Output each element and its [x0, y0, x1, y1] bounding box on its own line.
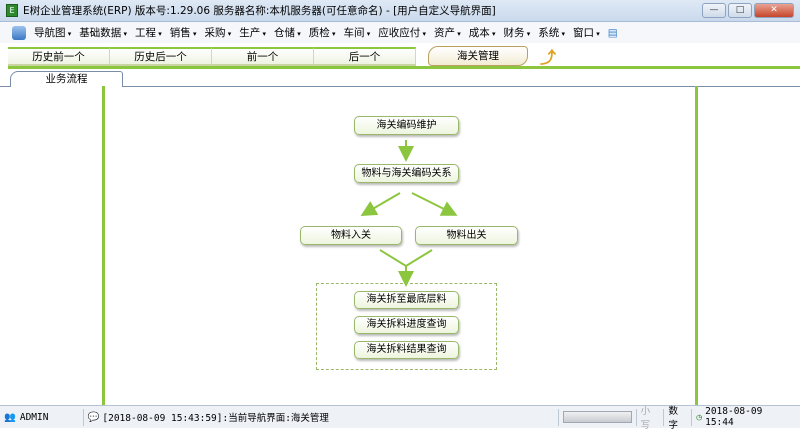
menu-qc[interactable]: 质检 — [309, 25, 336, 40]
close-button[interactable]: ✕ — [754, 3, 794, 18]
status-datetime: 2018-08-09 15:44 — [705, 406, 763, 428]
progress-bar — [562, 411, 632, 423]
app-icon: E — [6, 4, 18, 17]
history-back-button[interactable]: 历史前一个 — [8, 46, 110, 66]
menu-assets[interactable]: 资产 — [434, 25, 461, 40]
flow-breakdown-progress-query[interactable]: 海关拆料进度查询 — [354, 316, 459, 334]
previous-button[interactable]: 前一个 — [212, 46, 314, 66]
status-user: 👥 ADMIN — [0, 408, 84, 426]
history-forward-button[interactable]: 历史后一个 — [110, 46, 212, 66]
menu-base-data[interactable]: 基础数据 — [79, 25, 127, 40]
maximize-button[interactable]: □ — [728, 3, 752, 18]
menu-navigation[interactable]: 导航图 — [34, 25, 71, 40]
caps-indicator: 小写 — [637, 406, 665, 431]
window-layout-icon[interactable]: ▤ — [607, 26, 618, 39]
divider — [8, 66, 800, 69]
app-logo-icon — [12, 25, 26, 40]
title-bar: E E树企业管理系统(ERP) 版本号:1.29.06 服务器名称:本机服务器(… — [0, 0, 800, 22]
status-message: [2018-08-09 15:43:59]:当前导航界面:海关管理 — [102, 413, 329, 424]
menu-system[interactable]: 系统 — [538, 25, 565, 40]
menu-sales[interactable]: 销售 — [170, 25, 197, 40]
menu-engineering[interactable]: 工程 — [135, 25, 162, 40]
sub-process-group — [316, 283, 497, 370]
menu-purchase[interactable]: 采购 — [205, 25, 232, 40]
status-message-panel: 💬 [2018-08-09 15:43:59]:当前导航界面:海关管理 — [84, 408, 559, 426]
menu-production[interactable]: 生产 — [239, 25, 266, 40]
next-button[interactable]: 后一个 — [314, 46, 416, 66]
flow-material-import[interactable]: 物料入关 — [300, 226, 402, 245]
flow-breakdown-result-query[interactable]: 海关拆料结果查询 — [354, 341, 459, 359]
current-nav-page[interactable]: 海关管理 — [428, 46, 528, 66]
flow-customs-breakdown[interactable]: 海关拆至最底层料 — [354, 291, 459, 309]
flow-customs-code-maintenance[interactable]: 海关编码维护 — [354, 116, 459, 135]
tab-baseline — [0, 86, 800, 87]
up-arrow-icon[interactable]: ⤴ — [540, 48, 557, 67]
message-icon: 💬 — [87, 411, 100, 423]
window-title: E树企业管理系统(ERP) 版本号:1.29.06 服务器名称:本机服务器(可任… — [23, 5, 496, 17]
user-name: ADMIN — [19, 411, 49, 423]
clock-icon: ◷ — [696, 411, 703, 423]
minimize-button[interactable]: — — [702, 3, 726, 18]
flow-material-export[interactable]: 物料出关 — [415, 226, 518, 245]
menu-cost[interactable]: 成本 — [469, 25, 496, 40]
menu-bar: 导航图 基础数据 工程 销售 采购 生产 仓储 质检 车间 应收应付 资产 成本… — [0, 22, 800, 43]
menu-finance[interactable]: 财务 — [504, 25, 531, 40]
left-border-line — [102, 86, 105, 406]
menu-warehouse[interactable]: 仓储 — [274, 25, 301, 40]
num-indicator: 数字 — [664, 406, 693, 431]
flow-material-customs-code-relation[interactable]: 物料与海关编码关系 — [354, 164, 459, 183]
menu-ar-ap[interactable]: 应收应付 — [378, 25, 426, 40]
nav-bar: 历史前一个 历史后一个 前一个 后一个 海关管理 ⤴ — [8, 44, 800, 68]
right-border-line — [695, 86, 698, 406]
status-bar: 👥 ADMIN 💬 [2018-08-09 15:43:59]:当前导航界面:海… — [0, 405, 800, 431]
tab-business-flow[interactable]: 业务流程 — [10, 71, 123, 87]
users-icon: 👥 — [4, 411, 16, 423]
menu-window[interactable]: 窗口 — [573, 25, 600, 40]
menu-workshop[interactable]: 车间 — [344, 25, 371, 40]
